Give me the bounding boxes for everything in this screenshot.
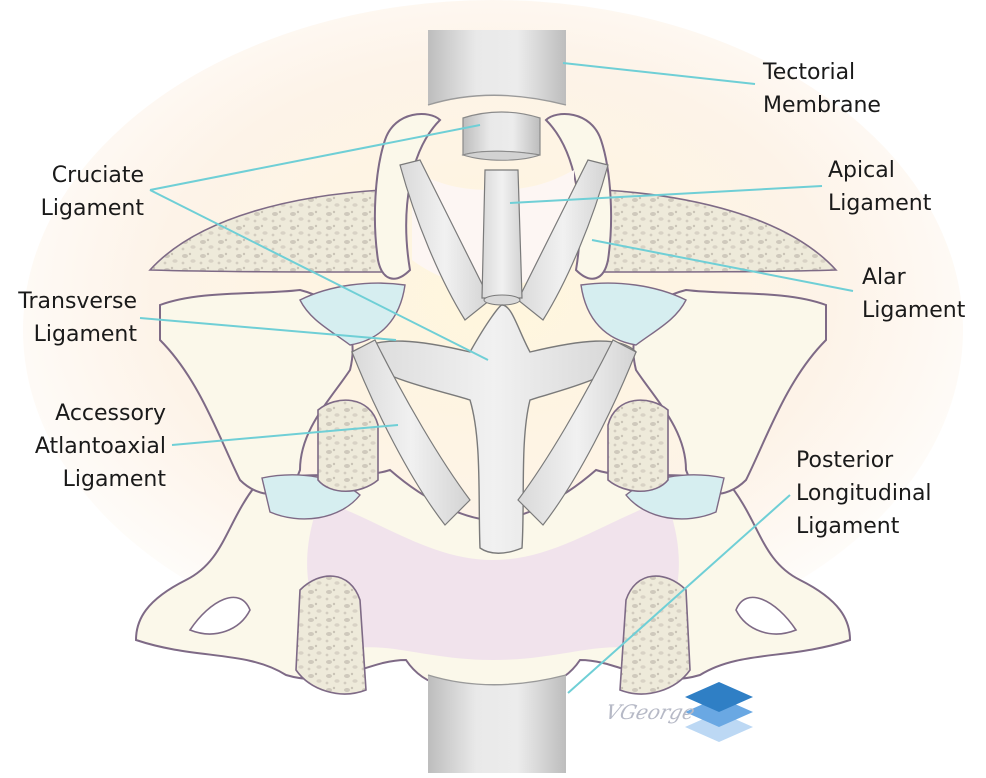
label-text: Apical: [828, 158, 895, 183]
artist-signature: VGeorge: [603, 700, 698, 724]
label-text: Longitudinal: [796, 481, 932, 506]
occipital-bone: [148, 189, 838, 273]
label-posterior-longitudinal-ligament: Posterior Longitudinal Ligament: [796, 444, 932, 543]
label-alar-ligament: Alar Ligament: [862, 261, 965, 327]
axis-vertebra: [134, 468, 852, 695]
label-text: Ligament: [796, 514, 900, 539]
leader-accessory: [171, 424, 399, 446]
accessory-atlantoaxial-ligaments: [351, 339, 637, 526]
leader-posterior: [567, 494, 791, 694]
leader-alar: [591, 239, 854, 292]
label-text: Membrane: [763, 93, 881, 118]
posterior-longitudinal-tube: [427, 674, 567, 773]
dens-tip: [483, 294, 521, 306]
leader-tectorial: [562, 62, 756, 85]
label-text: Accessory: [55, 401, 166, 426]
leader-cruciate-upper: [149, 124, 481, 191]
atlas-vertebra: [159, 282, 827, 520]
leader-transverse: [139, 317, 397, 341]
label-text: Tectorial: [763, 60, 856, 85]
label-text: Posterior: [796, 448, 894, 473]
label-accessory-atlantoaxial-ligament: Accessory Atlantoaxial Ligament: [20, 397, 166, 496]
label-cruciate-ligament: Cruciate Ligament: [30, 159, 144, 225]
label-text: Ligament: [862, 298, 966, 323]
label-apical-ligament: Apical Ligament: [828, 154, 931, 220]
label-text: Transverse: [18, 289, 137, 314]
leader-lines: [139, 62, 854, 694]
label-tectorial-membrane: Tectorial Membrane: [763, 56, 881, 122]
layers-logo-icon: [685, 682, 753, 742]
label-text: Cruciate: [51, 163, 144, 188]
leader-apical: [509, 185, 823, 204]
apical-ligament: [481, 169, 523, 299]
label-text: Ligament: [828, 191, 932, 216]
leader-cruciate-lower: [149, 189, 489, 361]
label-transverse-ligament: Transverse Ligament: [5, 285, 137, 351]
alar-ligaments: [399, 159, 609, 321]
label-text: Ligament: [40, 196, 144, 221]
label-text: Atlantoaxial: [34, 434, 166, 459]
label-text: Alar: [862, 265, 906, 290]
label-text: Ligament: [33, 322, 137, 347]
tectorial-membrane-tube: [427, 30, 567, 161]
cruciate-ligament: [350, 304, 637, 554]
label-text: Ligament: [62, 467, 166, 492]
